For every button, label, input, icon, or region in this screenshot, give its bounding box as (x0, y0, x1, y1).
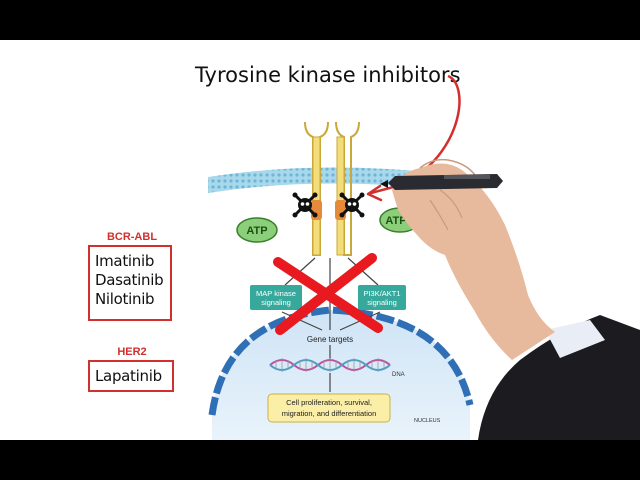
map-kinase-box: MAP kinase signaling (250, 285, 302, 310)
svg-text:ATP: ATP (385, 215, 406, 227)
dna-label: DNA (392, 372, 405, 378)
title-text: Tyrosine kinase inhibitors (194, 63, 461, 87)
svg-text:signaling: signaling (367, 298, 397, 307)
atp-left: ATP (236, 217, 278, 243)
svg-text:signaling: signaling (261, 298, 291, 307)
skull-icon (339, 192, 365, 218)
svg-text:migration, and differentiation: migration, and differentiation (282, 409, 377, 418)
drug-item: Lapatinib (95, 367, 162, 385)
svg-text:PI3K/AKT1: PI3K/AKT1 (363, 289, 400, 298)
drug-list-her2: Lapatinib (88, 360, 174, 392)
gene-targets-label: Gene targets (307, 335, 353, 344)
receptor-dimer (304, 121, 360, 256)
svg-text:Cell proliferation, survival,: Cell proliferation, survival, (286, 398, 372, 407)
group-heading-bcr-abl: BCR-ABL (106, 231, 158, 243)
skull-icon (292, 192, 318, 218)
drug-item: Nilotinib (95, 290, 155, 308)
drug-item: Imatinib (95, 252, 155, 270)
nuclear-envelope (208, 306, 474, 416)
drug-item: Dasatinib (95, 271, 164, 289)
pen-icon (380, 174, 503, 190)
outcome-box: Cell proliferation, survival, migration,… (267, 393, 391, 423)
nucleus-label: NUCLEUS (414, 418, 441, 424)
arrow (347, 257, 379, 286)
svg-text:ATP: ATP (246, 225, 267, 237)
presenter-hand (392, 158, 640, 440)
group-heading-her2: HER2 (117, 346, 147, 358)
tki-diagram: Tyrosine kinase inhibitors (194, 63, 640, 440)
dna-helix: DNA (269, 358, 405, 378)
block-cross (273, 253, 383, 335)
svg-text:MAP kinase: MAP kinase (256, 289, 296, 298)
pointer-arrow-head (366, 184, 383, 202)
pi3k-akt-box: PI3K/AKT1 signaling (358, 285, 406, 310)
drug-list-bcr-abl: Imatinib Dasatinib Nilotinib (88, 245, 172, 321)
whiteboard: Tyrosine kinase inhibitors (0, 40, 640, 440)
arrow (281, 311, 323, 331)
